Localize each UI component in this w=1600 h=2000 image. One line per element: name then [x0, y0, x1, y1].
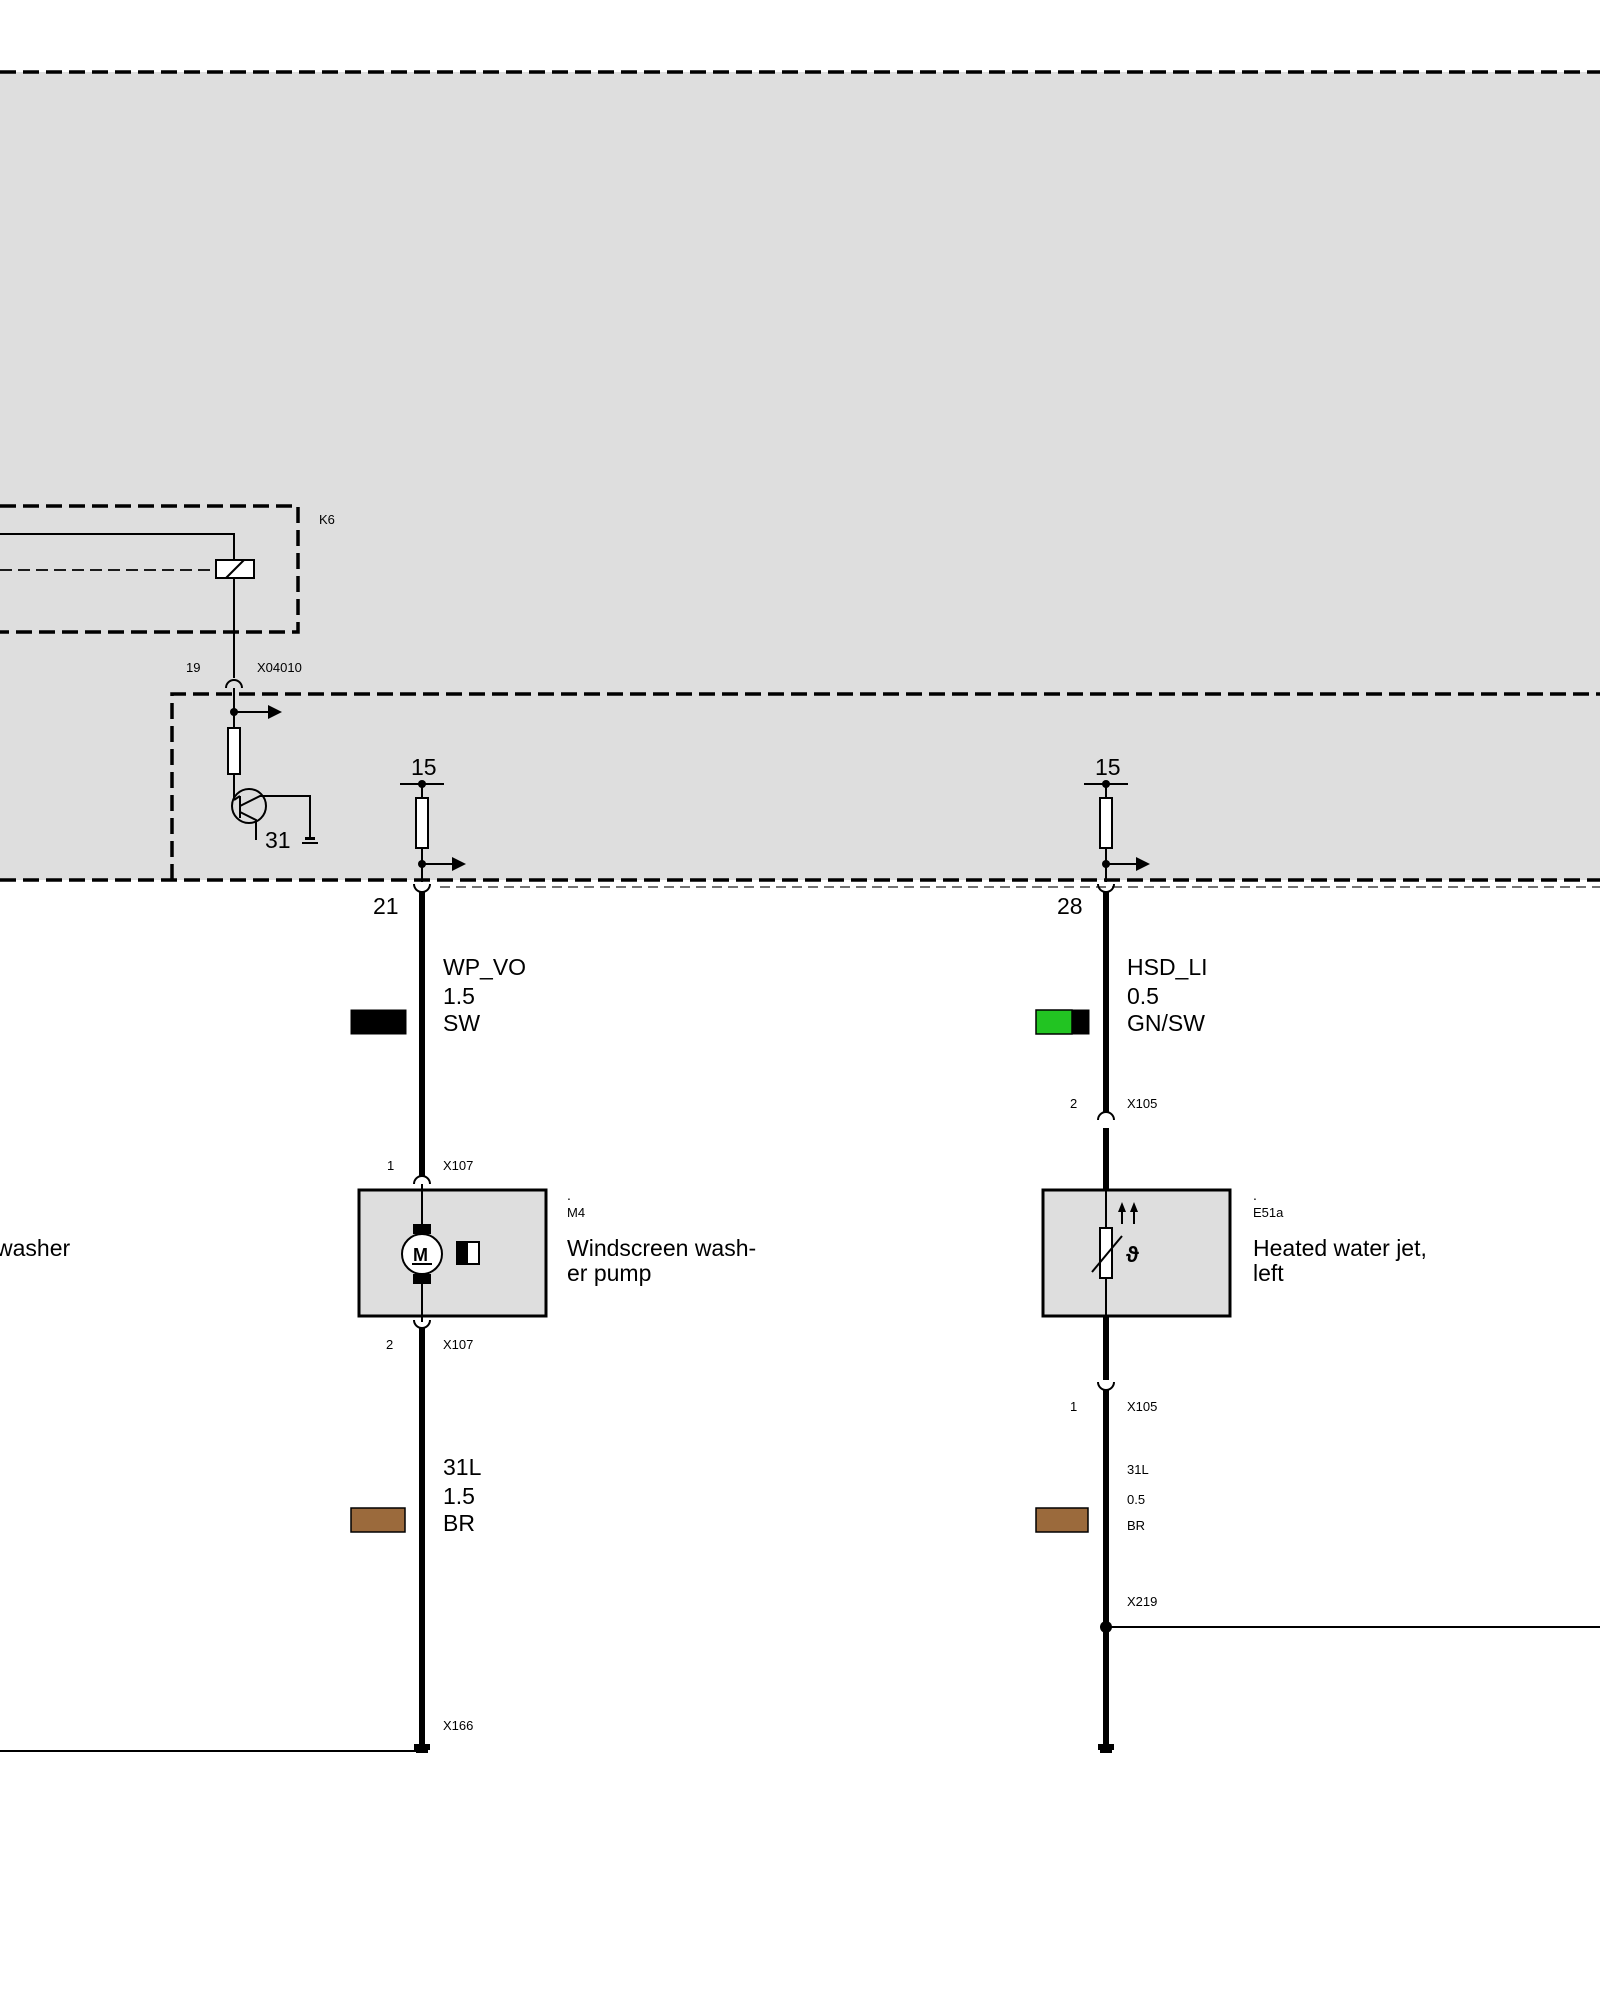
component-dot: . — [1253, 1187, 1257, 1203]
ground-gauge-label: 0.5 — [1127, 1492, 1145, 1507]
component-name-line1: Windscreen wash- — [567, 1235, 756, 1261]
wire-color-swatch-black — [1071, 1009, 1090, 1035]
ground-wire-swatch-brown — [350, 1507, 406, 1533]
component-id: M4 — [567, 1205, 585, 1220]
ground-signal-label: 31L — [443, 1454, 482, 1480]
ground-color-label: BR — [443, 1510, 475, 1536]
conn-bottom-name: X105 — [1127, 1399, 1157, 1414]
circuit-windscreen-washer-pump: 15 21 WP_VO 1.5 SW 1 X107 M . M4 Windscr… — [0, 754, 756, 1753]
partial-component-label: washer — [0, 1235, 70, 1261]
ground-signal-label: 31L — [1127, 1462, 1149, 1477]
conn-top-pin: 1 — [387, 1158, 394, 1173]
component-box-m4 — [357, 1188, 548, 1318]
ground-point-label: X166 — [443, 1718, 473, 1733]
component-dot: . — [567, 1187, 571, 1203]
circuit-heated-water-jet: 15 28 HSD_LI 0.5 GN/SW 2 X105 ϑ . E51a H… — [1035, 754, 1600, 1753]
signal-label: WP_VO — [443, 954, 526, 980]
component-name-line2: er pump — [567, 1260, 651, 1286]
signal-label: HSD_LI — [1127, 954, 1208, 980]
ground-31-label: 31 — [265, 827, 291, 853]
ground-color-label: BR — [1127, 1518, 1145, 1533]
conn-bottom-name: X107 — [443, 1337, 473, 1352]
relay-k6: K6 — [0, 504, 335, 678]
output-stage-border — [170, 692, 1600, 880]
control-unit-body — [0, 72, 1600, 880]
component-name-line2: left — [1253, 1260, 1284, 1286]
component-id: E51a — [1253, 1205, 1284, 1220]
gauge-label: 0.5 — [1127, 983, 1159, 1009]
conn-top-name: X107 — [443, 1158, 473, 1173]
component-name-line1: Heated water jet, — [1253, 1235, 1427, 1261]
wire-color-swatch-black — [350, 1009, 407, 1035]
transistor-stage: 19 X04010 31 — [186, 660, 318, 853]
wire-color-swatch-green — [1035, 1009, 1073, 1035]
ground-wire-swatch-brown — [1035, 1507, 1089, 1533]
tap-pin-19: 19 — [186, 660, 200, 675]
tap-connector-label: X04010 — [257, 660, 302, 675]
conn-top-name: X105 — [1127, 1096, 1157, 1111]
pin-label: 28 — [1057, 893, 1083, 919]
gauge-label: 1.5 — [443, 983, 475, 1009]
conn-bottom-pin: 2 — [386, 1337, 393, 1352]
color-label: GN/SW — [1127, 1010, 1205, 1036]
ground-point-label: X219 — [1127, 1594, 1157, 1609]
color-label: SW — [443, 1010, 480, 1036]
svg-text:M: M — [413, 1245, 428, 1265]
supply-label: 15 — [411, 754, 437, 780]
svg-text:ϑ: ϑ — [1126, 1242, 1139, 1267]
ground-gauge-label: 1.5 — [443, 1483, 475, 1509]
conn-top-pin: 2 — [1070, 1096, 1077, 1111]
pin-label: 21 — [373, 893, 399, 919]
supply-label: 15 — [1095, 754, 1121, 780]
conn-bottom-pin: 1 — [1070, 1399, 1077, 1414]
relay-label: K6 — [319, 512, 335, 527]
